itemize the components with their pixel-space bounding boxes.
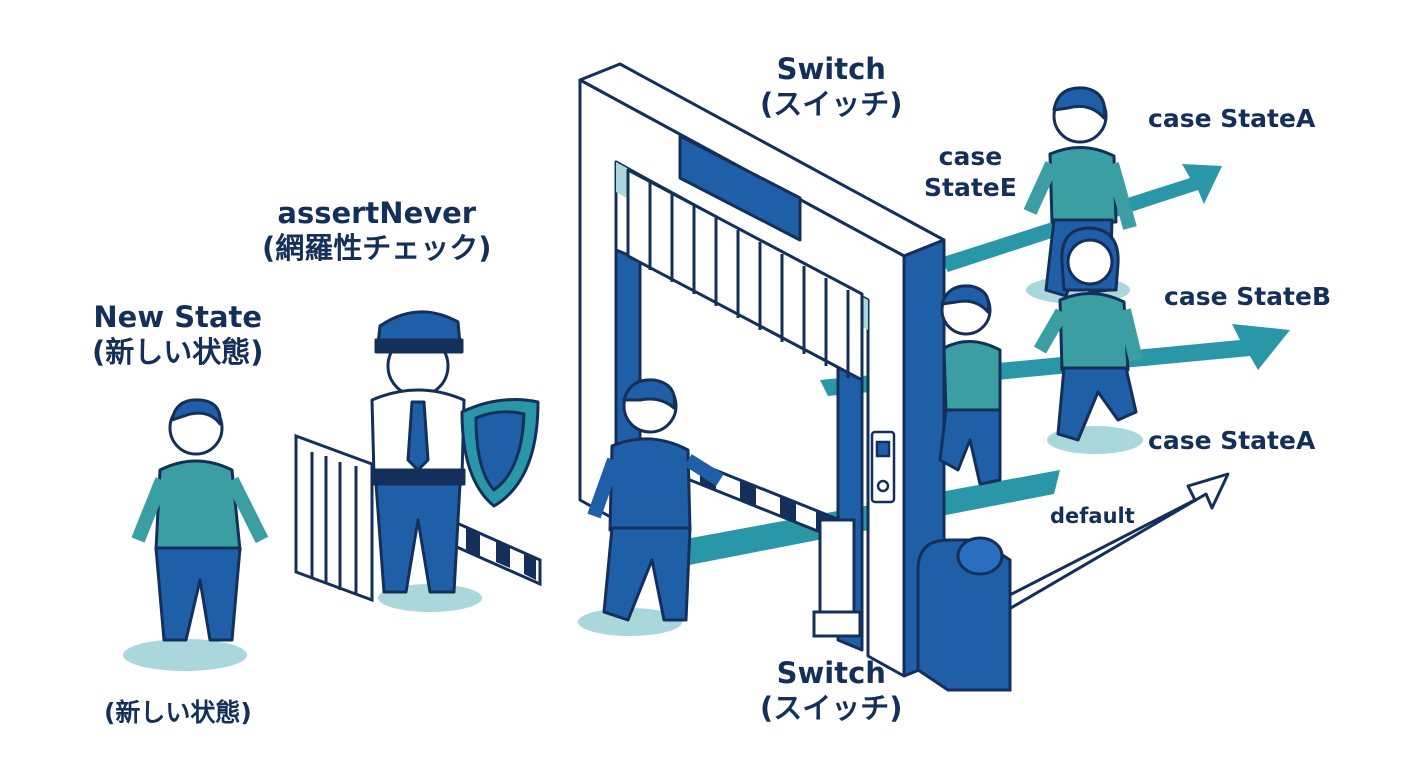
assert-never-title: assertNever [277,196,477,230]
new-state-sub: (新しい状態) [92,335,264,370]
case-state-b-label: case StateB [1164,282,1332,311]
person-guard [370,310,540,594]
assert-never-sub: (網羅性チェック) [262,231,492,266]
person-new-state [131,398,269,642]
switch-top-title: Switch [776,52,886,86]
case-state-a-bottom-label: case StateA [1148,426,1316,455]
person-entering-switch [587,378,724,622]
person-case-state-b [1033,226,1143,442]
default-output-block [916,536,1012,692]
case-state-e-label: case StateE [924,142,1017,203]
switch-bottom-label: Switch (スイッチ) [760,656,903,727]
default-label: default [1050,504,1135,528]
assert-never-label: assertNever (網羅性チェック) [262,196,492,267]
switch-top-label: Switch (スイッチ) [760,52,903,123]
portcullis-bars [648,182,850,378]
new-state-label: New State (新しい状態) [92,300,264,371]
switch-bottom-sub: (スイッチ) [760,691,903,726]
case-state-a-top-label: case StateA [1148,104,1316,133]
switch-bottom-title: Switch [776,656,886,690]
gate-control-panel [870,430,896,504]
case-state-e-line2: StateE [924,172,1017,202]
new-state-title: New State [93,300,263,334]
person-case-state-e [938,284,1002,486]
arrow-default [999,472,1230,614]
guard-barrier-stripes [466,528,536,580]
new-state-bottom-label: (新しい状態) [104,698,252,727]
switch-top-sub: (スイッチ) [760,87,903,122]
case-state-e-line1: case [938,142,1003,171]
